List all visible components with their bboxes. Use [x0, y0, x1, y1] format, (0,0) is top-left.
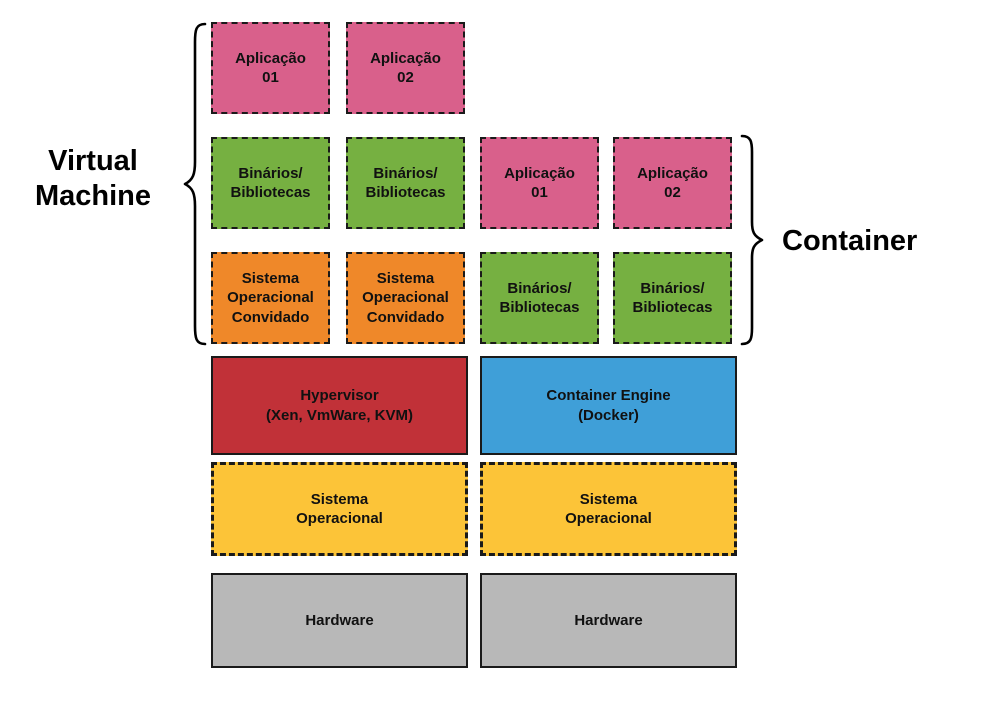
vm-aplicacao-02-box: Aplicação 02 — [346, 22, 465, 114]
virtual-machine-label: Virtual Machine — [34, 145, 152, 212]
vm-aplicacao-01-box: Aplicação 01 — [211, 22, 330, 114]
hypervisor-box: Hypervisor (Xen, VmWare, KVM) — [211, 356, 468, 455]
vm-sistema-operacional-box: Sistema Operacional — [211, 462, 468, 556]
container-label: Container — [782, 225, 918, 257]
vm-binarios-bibliotecas-box-2: Binários/ Bibliotecas — [346, 137, 465, 229]
virtual-machine-brace — [183, 22, 207, 346]
vm-hardware-box: Hardware — [211, 573, 468, 668]
vm-sistema-operacional-convidado-box-2: Sistema Operacional Convidado — [346, 252, 465, 344]
container-binarios-bibliotecas-box-1: Binários/ Bibliotecas — [480, 252, 599, 344]
container-aplicacao-02-box: Aplicação 02 — [613, 137, 732, 229]
container-engine-box: Container Engine (Docker) — [480, 356, 737, 455]
container-aplicacao-01-box: Aplicação 01 — [480, 137, 599, 229]
vm-binarios-bibliotecas-box-1: Binários/ Bibliotecas — [211, 137, 330, 229]
vm-sistema-operacional-convidado-box-1: Sistema Operacional Convidado — [211, 252, 330, 344]
container-binarios-bibliotecas-box-2: Binários/ Bibliotecas — [613, 252, 732, 344]
container-sistema-operacional-box: Sistema Operacional — [480, 462, 737, 556]
container-brace — [740, 134, 764, 346]
container-hardware-box: Hardware — [480, 573, 737, 668]
